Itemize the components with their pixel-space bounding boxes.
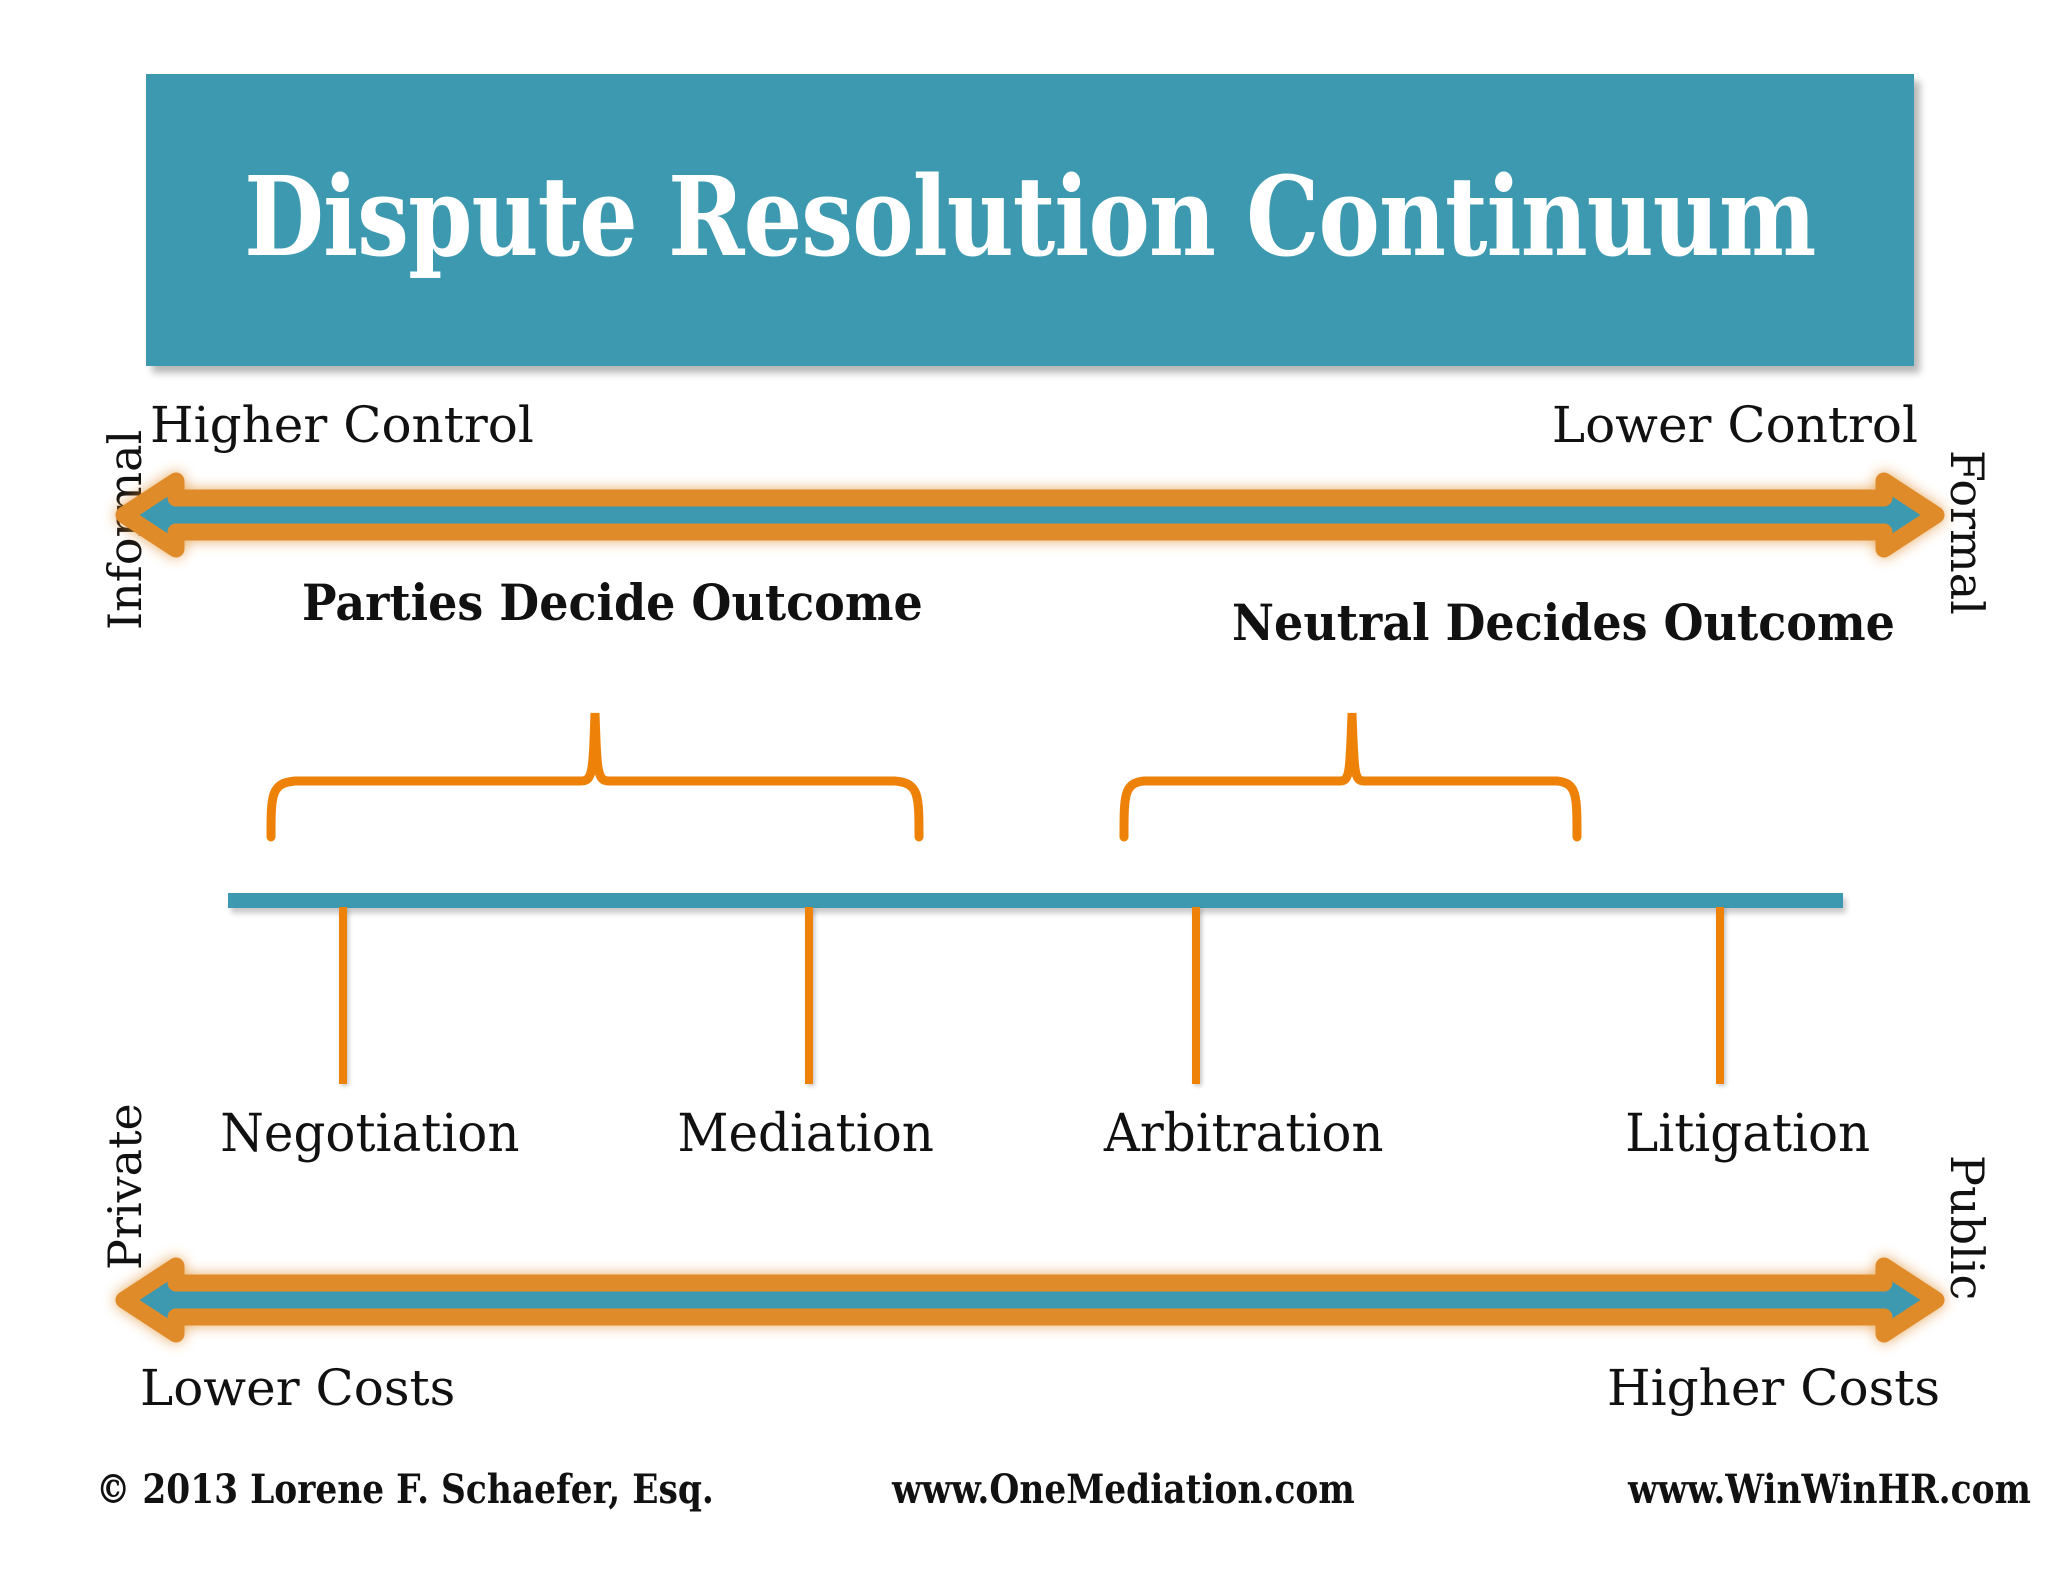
label-lower-control: Lower Control (1551, 396, 1918, 454)
brace-path (266, 712, 924, 842)
title-banner: Dispute Resolution Continuum (146, 74, 1914, 366)
node-label-litigation: Litigation (1625, 1104, 1871, 1164)
footer-site-winwinhr[interactable]: www.WinWinHR.com (1628, 1466, 2031, 1513)
page-title-text: Dispute Resolution Continuum (244, 153, 1816, 283)
label-higher-control: Higher Control (150, 396, 534, 454)
brace-parties (266, 712, 924, 842)
label-public: Public (1940, 1155, 1994, 1301)
arrow-shape (115, 1257, 1945, 1343)
control-formality-arrow (115, 472, 1945, 558)
page-title: Dispute Resolution Continuum (146, 153, 1914, 282)
label-lower-costs: Lower Costs (140, 1359, 456, 1417)
brace-neutral (1119, 712, 1582, 842)
tick-arbitration (1192, 907, 1200, 1084)
tick-mediation (805, 907, 813, 1084)
group-heading-neutral: Neutral Decides Outcome (1232, 593, 1895, 652)
node-label-mediation: Mediation (677, 1104, 934, 1164)
group-heading-parties: Parties Decide Outcome (302, 573, 923, 632)
label-formal: Formal (1940, 450, 1994, 615)
footer-site-onemediation[interactable]: www.OneMediation.com (892, 1466, 1355, 1513)
cost-publicity-arrow (115, 1257, 1945, 1343)
continuum-bar (228, 893, 1843, 908)
label-higher-costs: Higher Costs (1607, 1359, 1940, 1417)
footer-copyright: © 2013 Lorene F. Schaefer, Esq. (96, 1466, 714, 1513)
tick-litigation (1716, 907, 1724, 1084)
node-label-negotiation: Negotiation (220, 1104, 520, 1164)
brace-path (1119, 712, 1582, 842)
tick-negotiation (339, 907, 347, 1084)
node-label-arbitration: Arbitration (1103, 1104, 1384, 1164)
arrow-shape (115, 472, 1945, 558)
label-private: Private (98, 1103, 152, 1270)
